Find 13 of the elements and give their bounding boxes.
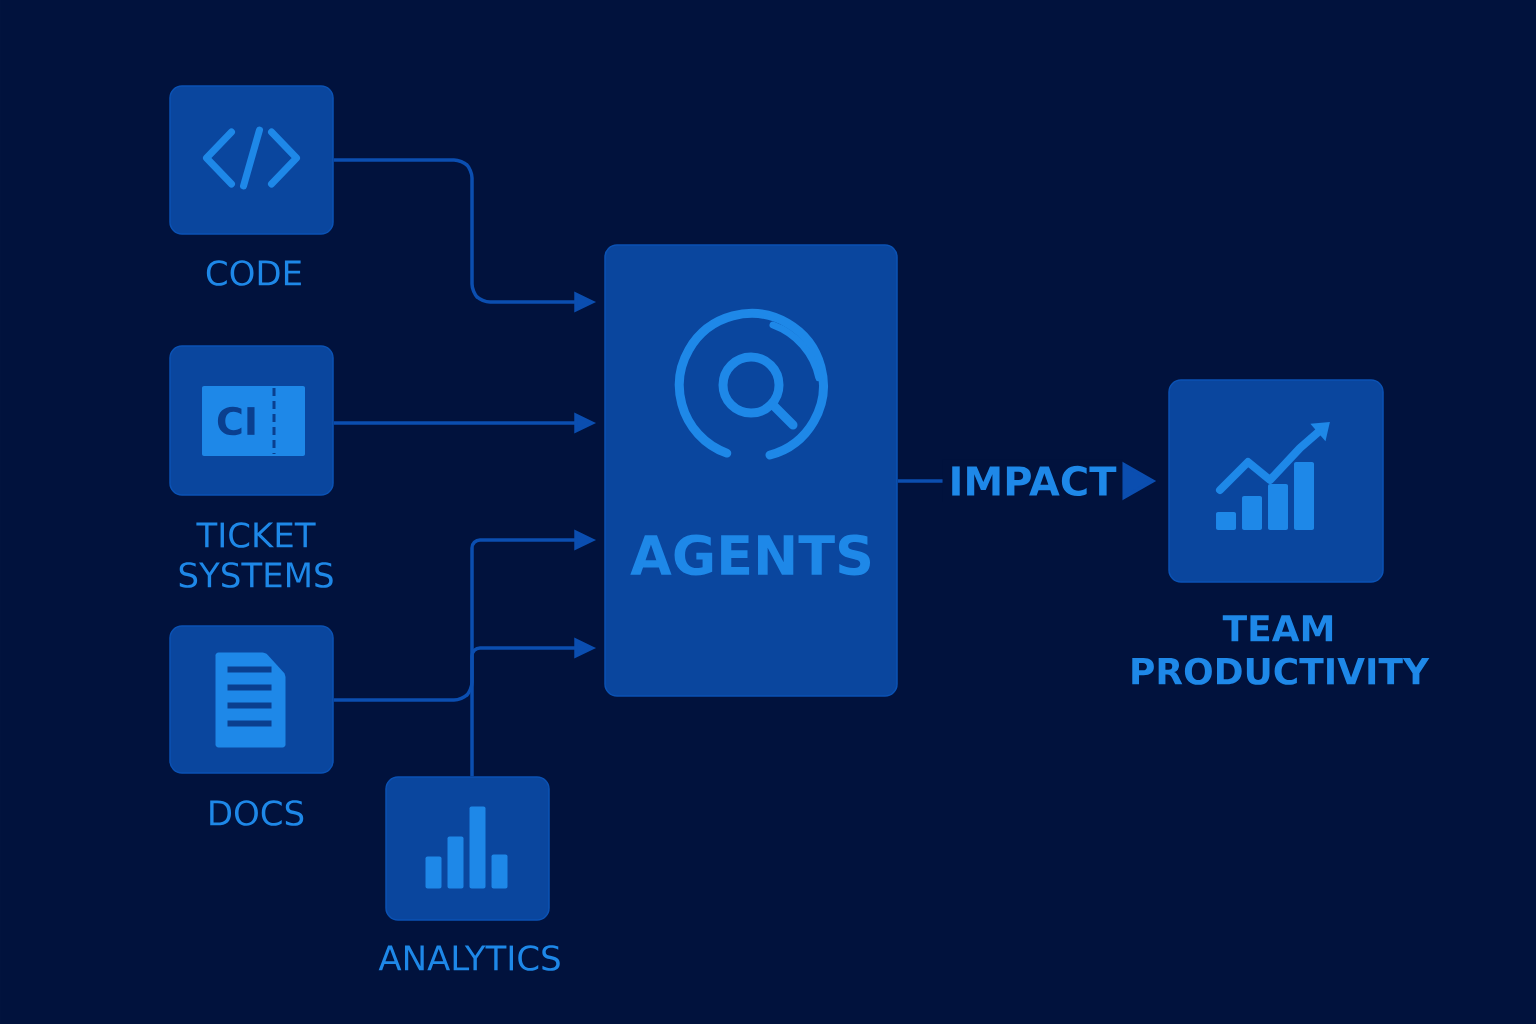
box-label: ANALYTICS <box>378 945 560 971</box>
box-label: TEAM PRODUCTIVITY <box>1132 615 1430 685</box>
box-title: AGENTS <box>630 534 871 576</box>
edge-label: IMPACT <box>942 459 1123 503</box>
source-box <box>378 776 560 971</box>
agents-box <box>604 244 898 697</box>
box-label: TICKET SYSTEMS <box>179 522 333 588</box>
box-label: CODE <box>206 260 301 286</box>
source-box <box>169 345 334 588</box>
result-box <box>1132 379 1430 685</box>
source-box <box>169 625 334 826</box>
source-box <box>169 85 334 286</box>
box-label: DOCS <box>210 800 304 826</box>
